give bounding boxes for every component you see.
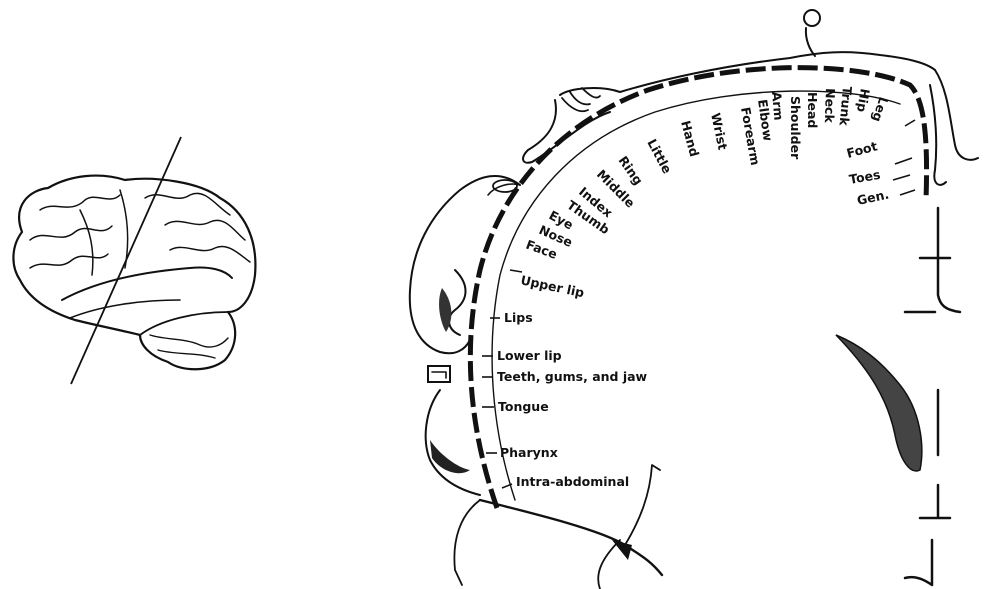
label-toes: Toes [848, 167, 882, 187]
motor-homunculus-icon [410, 10, 978, 589]
label-wrist: Wrist [708, 112, 730, 152]
label-hip: Hip [854, 87, 873, 113]
label-upper-lip: Upper lip [519, 272, 585, 300]
label-shoulder: Shoulder [788, 96, 803, 160]
label-head: Head [805, 92, 820, 128]
label-teeth-gums-jaw: Teeth, gums, and jaw [497, 369, 648, 384]
label-lips: Lips [504, 310, 533, 325]
label-tongue: Tongue [498, 399, 549, 414]
brain-lateral-icon [13, 137, 255, 384]
label-group-right: Foot Toes Gen. [845, 120, 915, 208]
label-hand: Hand [678, 119, 702, 158]
label-little: Little [644, 136, 675, 176]
label-group-oral: Upper lip Lips Lower lip Teeth, gums, an… [482, 270, 648, 489]
label-gen: Gen. [856, 187, 891, 208]
label-neck: Neck [822, 88, 838, 124]
label-leg: Leg [869, 95, 891, 124]
label-foot: Foot [845, 138, 879, 161]
label-arm: Arm [769, 91, 786, 121]
label-lower-lip: Lower lip [497, 348, 562, 363]
label-intra-abdominal: Intra-abdominal [516, 474, 629, 489]
label-pharynx: Pharynx [500, 445, 558, 460]
